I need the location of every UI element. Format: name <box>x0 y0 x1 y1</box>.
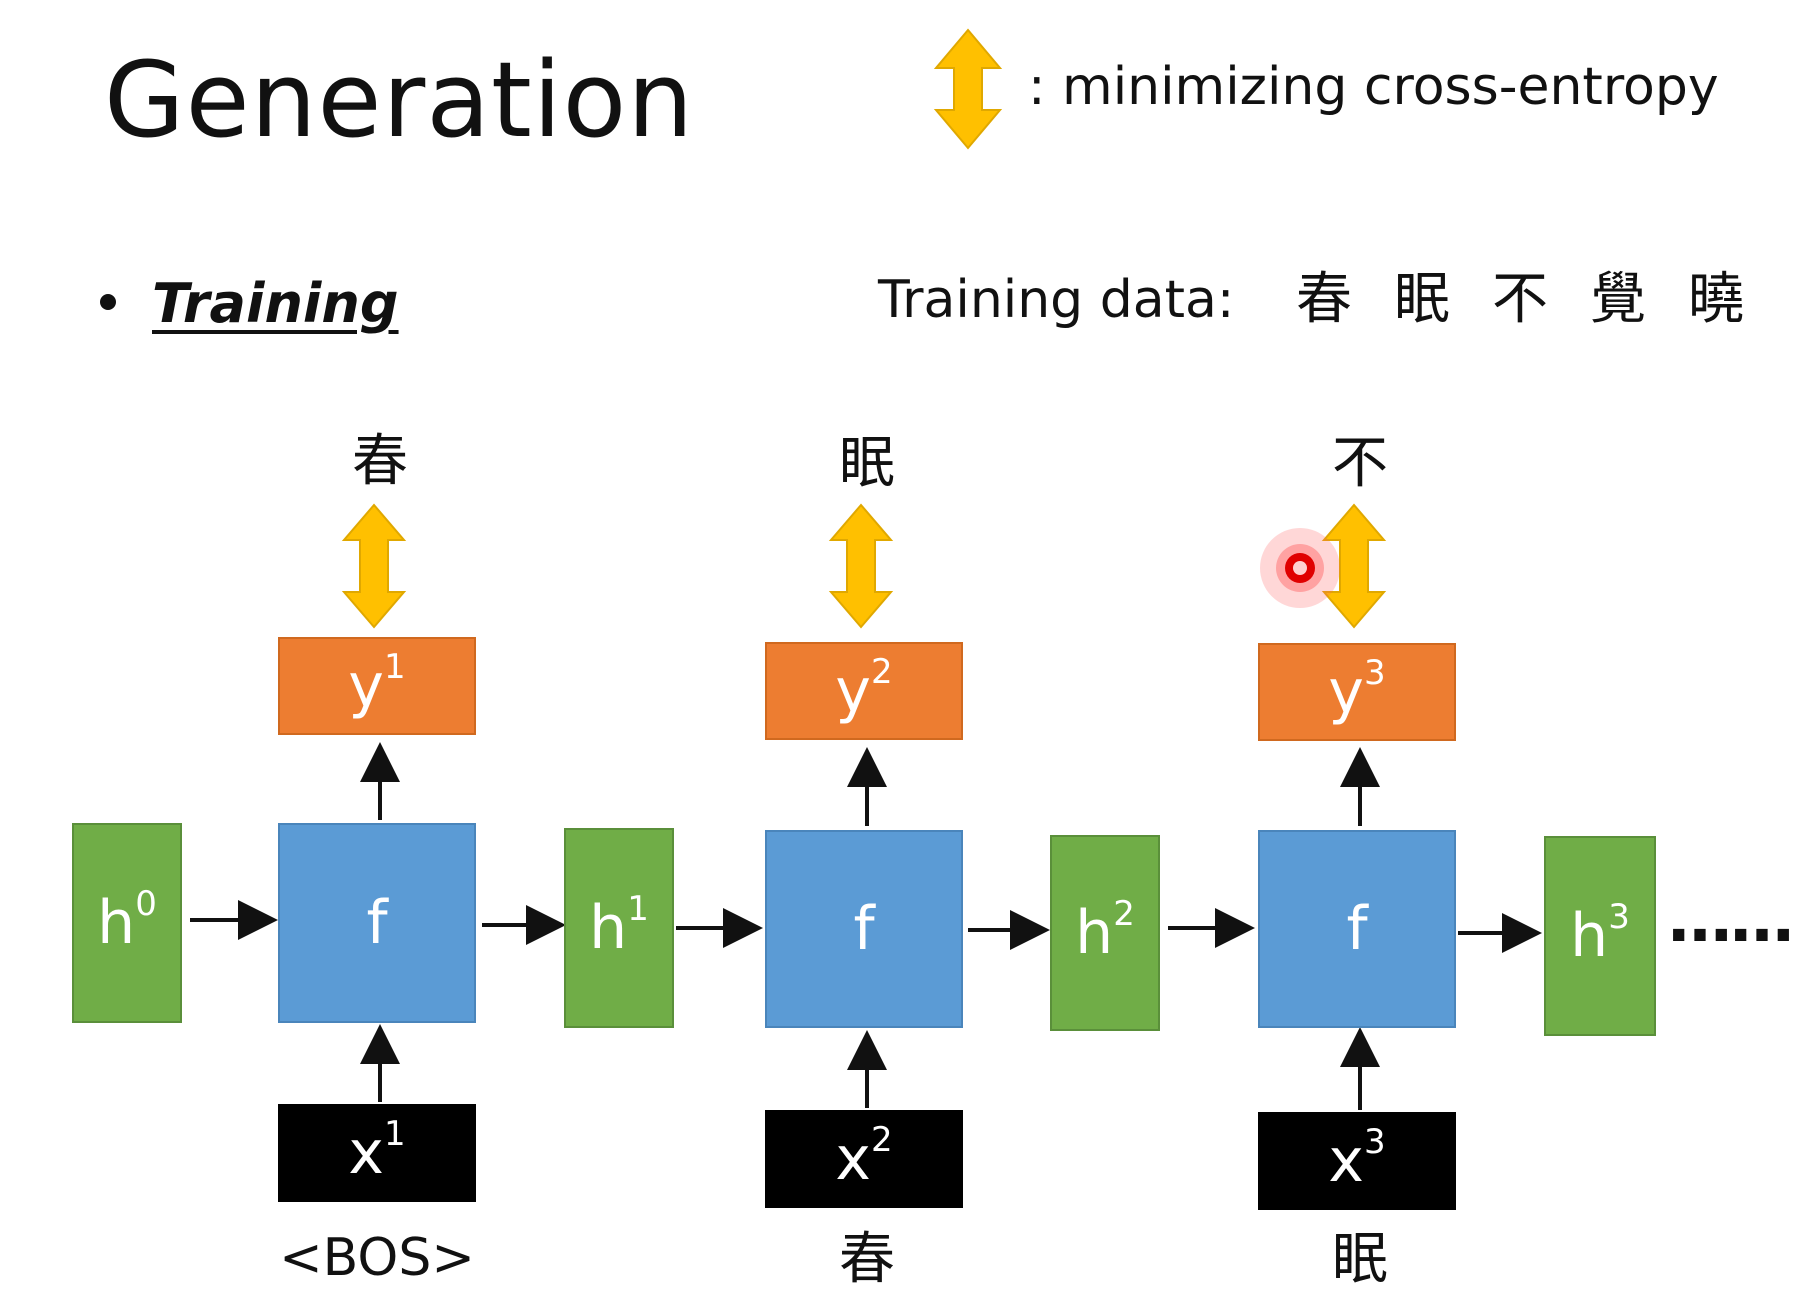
training-data-char: 曉 <box>1688 267 1744 332</box>
training-data-char: 春 <box>1296 267 1352 332</box>
cross-entropy-arrow-icon-3 <box>1321 503 1387 629</box>
output-box-y1: y1 <box>278 637 476 735</box>
target-char-3: 不 <box>1332 431 1388 496</box>
function-box-f2: f <box>765 830 963 1028</box>
output-box-y2: y2 <box>765 642 963 740</box>
function-box-f3: f <box>1258 830 1456 1028</box>
cross-entropy-arrow-icon-2 <box>828 503 894 629</box>
cursor-pointer-icon <box>1260 528 1340 608</box>
input-box-x3: x3 <box>1258 1112 1456 1210</box>
input-box-x1: x1 <box>278 1104 476 1202</box>
bullet-dot <box>100 294 116 310</box>
continuation-ellipsis: …… <box>1668 883 1794 957</box>
training-data-char: 眠 <box>1394 267 1450 332</box>
training-data-char: 不 <box>1492 267 1548 332</box>
hidden-state-h2: h2 <box>1050 835 1160 1031</box>
hidden-state-h3: h3 <box>1544 836 1656 1036</box>
output-box-y3: y3 <box>1258 643 1456 741</box>
bullet-training-label: Training <box>152 272 399 335</box>
cross-entropy-arrow-icon-1 <box>341 503 407 629</box>
training-data-label: Training data: <box>878 270 1235 330</box>
target-char-1: 春 <box>352 429 408 494</box>
input-token-3: 眠 <box>1332 1227 1388 1292</box>
legend-text: : minimizing cross-entropy <box>1028 57 1719 117</box>
function-box-f1: f <box>278 823 476 1023</box>
hidden-state-h1: h1 <box>564 828 674 1028</box>
input-token-1: <BOS> <box>279 1228 475 1288</box>
slide-title: Generation <box>104 39 695 161</box>
legend-double-arrow-icon <box>933 28 1003 150</box>
input-token-2: 春 <box>839 1227 895 1292</box>
input-box-x2: x2 <box>765 1110 963 1208</box>
hidden-state-h0: h0 <box>72 823 182 1023</box>
target-char-2: 眠 <box>839 431 895 496</box>
training-data-char: 覺 <box>1590 267 1646 332</box>
